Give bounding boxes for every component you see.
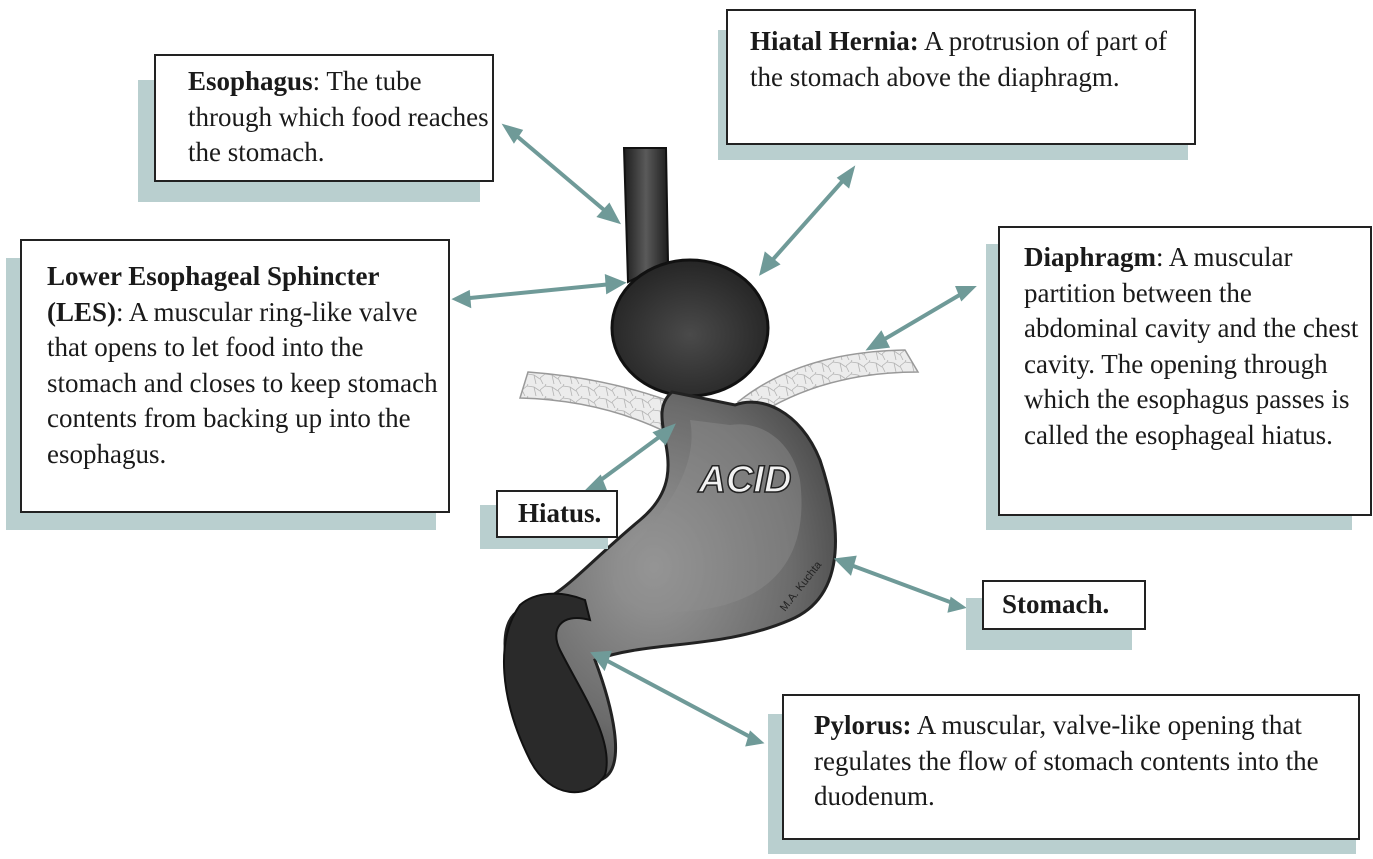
diaphragm-description: : A muscular partition between the abdom… — [1024, 242, 1358, 450]
pylorus-callout: Pylorus: A muscular, valve-like opening … — [782, 694, 1360, 840]
hiatus-term: Hiatus. — [518, 498, 601, 528]
diaphragm-term: Diaphragm — [1024, 242, 1156, 272]
hiatal-hernia-term: Hiatal Hernia: — [750, 26, 919, 56]
les-arrow — [456, 277, 622, 305]
esophagus-term: Esophagus — [188, 66, 313, 96]
diaphragm-arrow — [870, 288, 972, 348]
hiatus-arrow — [590, 427, 672, 488]
hiatus-callout: Hiatus. — [496, 490, 618, 538]
stomach-term: Stomach. — [1002, 589, 1109, 619]
hiatal-hernia-arrow — [762, 170, 852, 272]
esophagus-callout: Esophagus: The tube through which food r… — [154, 54, 494, 182]
acid-label: ACID — [698, 459, 792, 501]
pylorus-term: Pylorus: — [814, 710, 912, 740]
esophagus-arrow — [506, 127, 617, 221]
hiatal-hernia-pouch — [612, 260, 768, 396]
esophagus-tube — [624, 148, 668, 282]
les-callout: Lower Esophageal Sphincter (LES): A musc… — [20, 239, 450, 513]
stomach-callout: Stomach. — [982, 580, 1146, 630]
stomach-arrow — [838, 558, 962, 610]
pylorus-arrow — [594, 653, 760, 744]
hiatal-hernia-callout: Hiatal Hernia: A protrusion of part of t… — [726, 9, 1196, 145]
diaphragm-callout: Diaphragm: A muscular partition between … — [998, 226, 1372, 516]
